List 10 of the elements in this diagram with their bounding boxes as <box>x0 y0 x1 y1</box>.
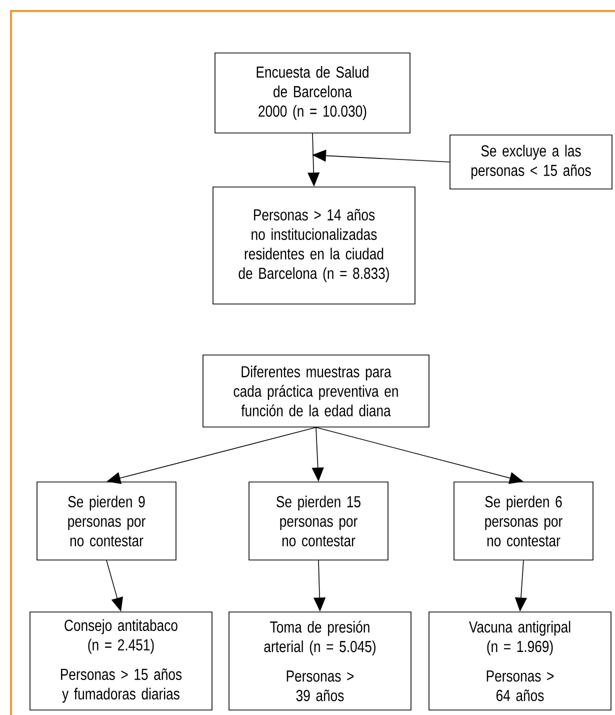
process-box: Se pierden 6 personas por no contestar <box>454 482 594 560</box>
process-box: Vacuna antigripal (n = 1.969) Personas > 64 años <box>428 612 612 710</box>
process-box: Encuesta de Salud de Barcelona 2000 (n = 10.030) <box>214 52 410 134</box>
process-box: Se pierden 15 personas por no contestar <box>248 482 388 560</box>
process-box: Diferentes muestras para cada práctica preventiva en función de la edad diana <box>202 354 430 428</box>
process-box: Se pierden 9 personas por no contestar <box>36 482 176 560</box>
exclusion-box: Se excluye a las personas < 15 años <box>450 134 612 190</box>
process-box: Personas > 14 años no institucionalizadas residentes en la ciudad de Barcelona (n = 8.833) <box>212 186 416 304</box>
process-box: Consejo antitabaco (n = 2.451) Personas > 15 años y fumadoras diarias <box>30 612 212 710</box>
process-box: Toma de presión arterial (n = 5.045) Personas > 39 años <box>228 612 412 710</box>
